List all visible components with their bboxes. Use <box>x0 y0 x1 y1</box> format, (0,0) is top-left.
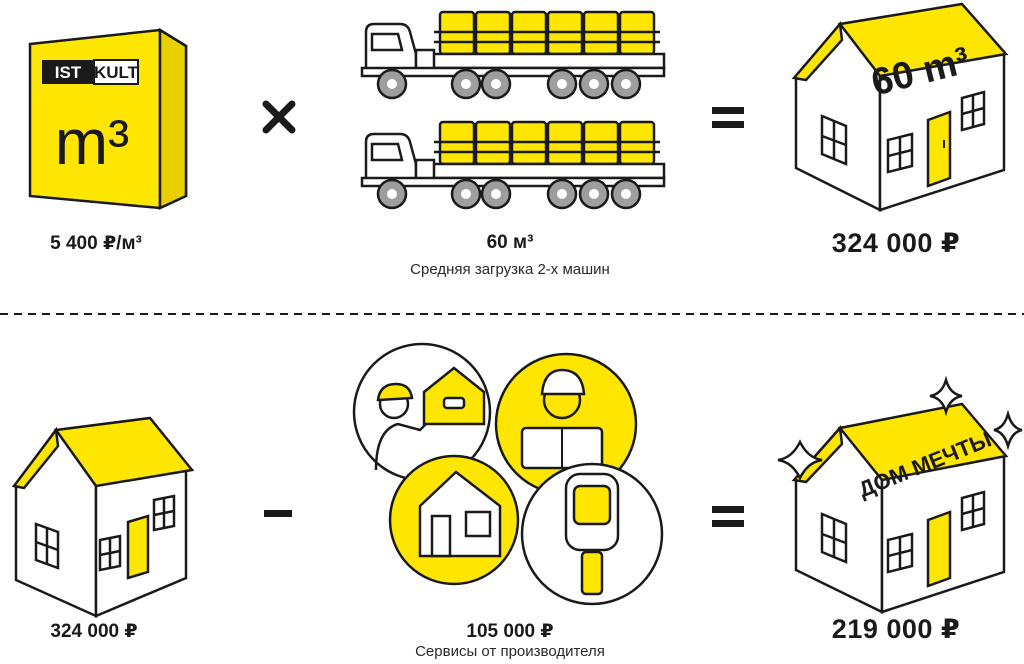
bottom-house-price: 324 000 ₽ <box>50 621 138 642</box>
truck-icon <box>360 120 666 210</box>
equals-sign-icon <box>712 506 744 527</box>
services-sublabel: Сервисы от производителя <box>415 643 605 660</box>
trucks-volume-label: 60 м³ <box>486 232 534 253</box>
house-icon <box>11 416 195 618</box>
brand-kult-text: KULT <box>94 63 139 82</box>
sparkle-icon <box>993 409 1023 451</box>
services-price-label: 105 000 ₽ <box>466 621 554 642</box>
house-icon: 60 m³ <box>791 2 1009 213</box>
sparkle-icon <box>777 439 823 481</box>
top-total-price: 324 000 ₽ <box>831 228 961 258</box>
product-box-icon: IST KULT m³ <box>28 27 188 210</box>
final-total-price: 219 000 ₽ <box>831 614 961 644</box>
multiply-sign-icon <box>262 100 296 134</box>
minus-sign-icon <box>264 510 292 517</box>
truck-icon <box>360 10 666 100</box>
box-unit-text: m³ <box>55 106 130 178</box>
sparkle-icon <box>929 375 963 417</box>
services-icon <box>352 342 664 606</box>
equals-sign-icon <box>712 107 744 128</box>
trucks-volume-sublabel: Средняя загрузка 2-х машин <box>410 261 610 278</box>
price-per-cubic-meter: 5 400 ₽/м³ <box>50 233 142 254</box>
dream-house-icon: ДОМ МЕЧТЫ <box>777 375 1023 615</box>
brand-ist-text: IST <box>55 63 82 82</box>
